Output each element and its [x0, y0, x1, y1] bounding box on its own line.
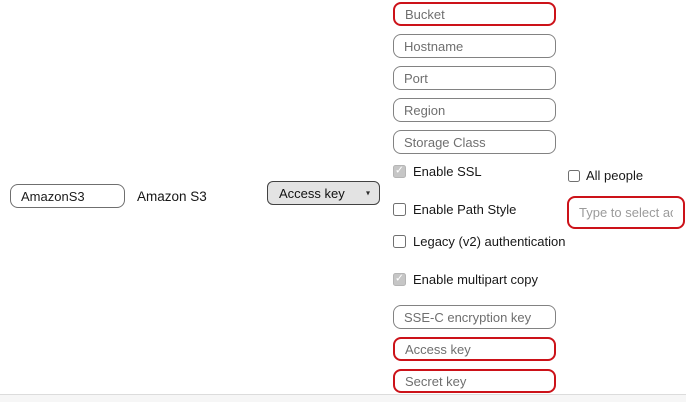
hostname-input[interactable] [393, 34, 556, 58]
enable-multipart-copy-checkbox[interactable]: ✓ [393, 273, 406, 286]
enable-ssl-label: Enable SSL [413, 164, 482, 179]
enable-ssl-row: ✓ Enable SSL [393, 164, 482, 179]
auth-method-dropdown[interactable]: Access key ▾ [267, 181, 380, 205]
account-select-input[interactable] [567, 196, 685, 229]
legacy-v2-auth-checkbox[interactable] [393, 235, 406, 248]
check-icon: ✓ [394, 272, 405, 285]
enable-path-style-label: Enable Path Style [413, 202, 517, 217]
sse-c-encryption-key-input[interactable] [393, 305, 556, 329]
bottom-strip [0, 395, 686, 402]
check-icon: ✓ [394, 164, 405, 177]
enable-path-style-checkbox[interactable] [393, 203, 406, 216]
region-input[interactable] [393, 98, 556, 122]
enable-ssl-checkbox[interactable]: ✓ [393, 165, 406, 178]
profile-name-input[interactable] [10, 184, 125, 208]
enable-multipart-copy-row: ✓ Enable multipart copy [393, 272, 538, 287]
all-people-label: All people [586, 168, 644, 183]
profile-description-label: Amazon S3 [137, 189, 207, 204]
secret-key-input[interactable] [393, 369, 556, 393]
auth-method-selected-label: Access key [279, 185, 345, 201]
legacy-v2-auth-row: Legacy (v2) authentication [393, 234, 565, 249]
enable-multipart-copy-label: Enable multipart copy [413, 272, 539, 287]
access-key-input[interactable] [393, 337, 556, 361]
bottom-divider [0, 394, 686, 395]
legacy-v2-auth-label: Legacy (v2) authentication [413, 234, 566, 249]
bucket-input[interactable] [393, 2, 556, 26]
port-input[interactable] [393, 66, 556, 90]
all-people-row: All people [568, 168, 643, 183]
storage-class-input[interactable] [393, 130, 556, 154]
enable-path-style-row: Enable Path Style [393, 202, 516, 217]
all-people-checkbox[interactable] [568, 169, 580, 182]
chevron-down-icon: ▾ [365, 188, 370, 198]
